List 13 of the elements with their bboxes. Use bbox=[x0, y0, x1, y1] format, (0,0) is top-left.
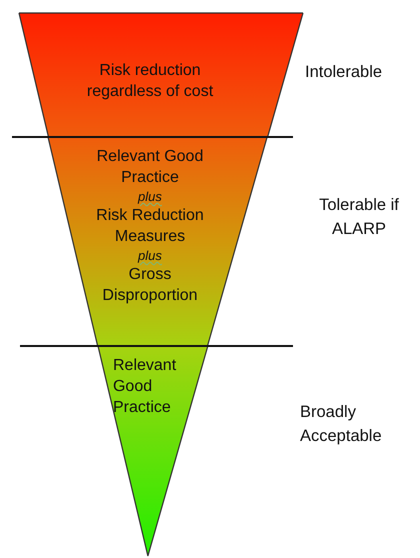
connector-word: plus bbox=[138, 247, 162, 264]
risk-level-label: Intolerable bbox=[305, 62, 384, 83]
band-text: Relevant Good Practice bbox=[96, 147, 204, 188]
band-text: Risk Reduction Measures bbox=[95, 206, 205, 247]
risk-level-label: Broadly Acceptable bbox=[300, 402, 383, 447]
risk-level-label: Tolerable if ALARP bbox=[318, 195, 400, 240]
band-text: Risk reduction regardless of cost bbox=[86, 61, 214, 102]
risk-band bbox=[98, 346, 208, 556]
band-text: Gross Disproportion bbox=[101, 265, 199, 306]
risk-band bbox=[48, 137, 268, 346]
band-text: Relevant Good Practice bbox=[112, 356, 178, 418]
risk-band bbox=[19, 13, 303, 137]
connector-word: plus bbox=[138, 188, 162, 205]
